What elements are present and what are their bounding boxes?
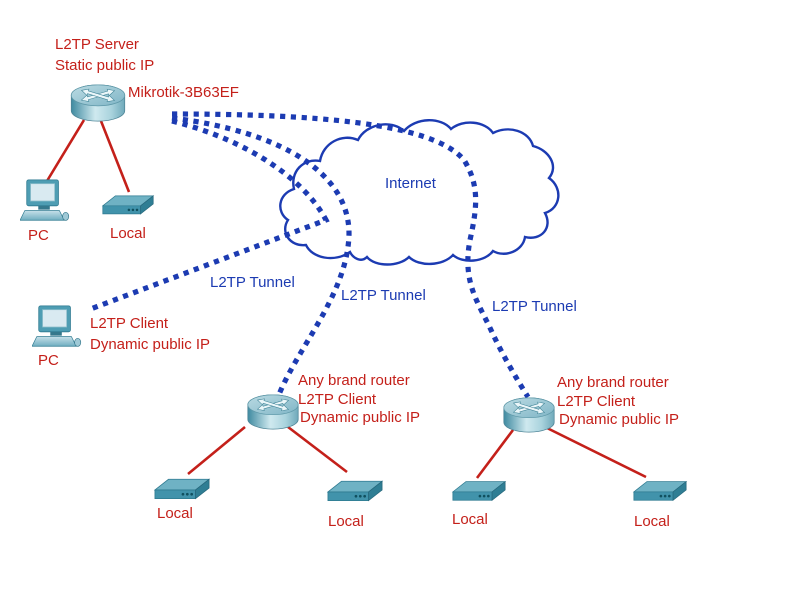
label-mid-local-2: Local [328,513,364,530]
link-server-switch [99,120,131,193]
mikrotik-router-icon [70,84,126,122]
label-right-dynamic-ip: Dynamic public IP [559,411,680,428]
right-switch-right-icon [633,481,687,501]
label-mid-any-brand: Any brand router [298,372,410,389]
link-server-pc [45,119,86,182]
server-pc-icon [20,179,70,221]
label-tunnel-3: L2TP Tunnel [492,298,577,315]
label-mid-local-1: Local [157,505,193,522]
link-router2-switch1 [187,425,246,476]
label-right-local-1: Local [452,511,488,528]
label-router-name: Mikrotik-3B63EF [128,84,239,101]
label-internet: Internet [385,175,436,192]
label-static-public-ip: Static public IP [55,57,155,74]
tunnel-to-pc-client [87,118,330,313]
label-tunnel-1: L2TP Tunnel [210,274,295,291]
lan-links [45,119,647,479]
link-router3-switch2 [544,425,647,479]
label-mid-dynamic-ip: Dynamic public IP [300,409,421,426]
middle-client-router-icon [247,394,299,430]
middle-switch-right-icon [327,480,383,502]
label-server-pc: PC [28,227,49,244]
link-router2-switch2 [287,425,348,474]
internet-cloud [279,119,560,266]
right-client-router-icon [503,397,555,433]
client-pc-icon [32,305,82,347]
label-tunnel-2: L2TP Tunnel [341,287,426,304]
link-router3-switch1 [475,429,515,479]
right-switch-left-icon [452,481,506,501]
tunnel-to-middle-router [171,115,352,398]
label-pc-client: L2TP Client [90,315,169,332]
label-l2tp-server: L2TP Server [55,36,139,53]
label-pc-client-dynamic-ip: Dynamic public IP [90,336,211,353]
label-mid-l2tp-client: L2TP Client [298,391,377,408]
label-right-local-2: Local [634,513,670,530]
l2tp-tunnels [87,111,531,399]
label-right-l2tp-client: L2TP Client [557,393,636,410]
label-server-switch: Local [110,225,146,242]
server-switch-icon [102,195,154,215]
label-right-any-brand: Any brand router [557,374,669,391]
label-client-pc: PC [38,352,59,369]
middle-switch-left-icon [154,478,210,500]
